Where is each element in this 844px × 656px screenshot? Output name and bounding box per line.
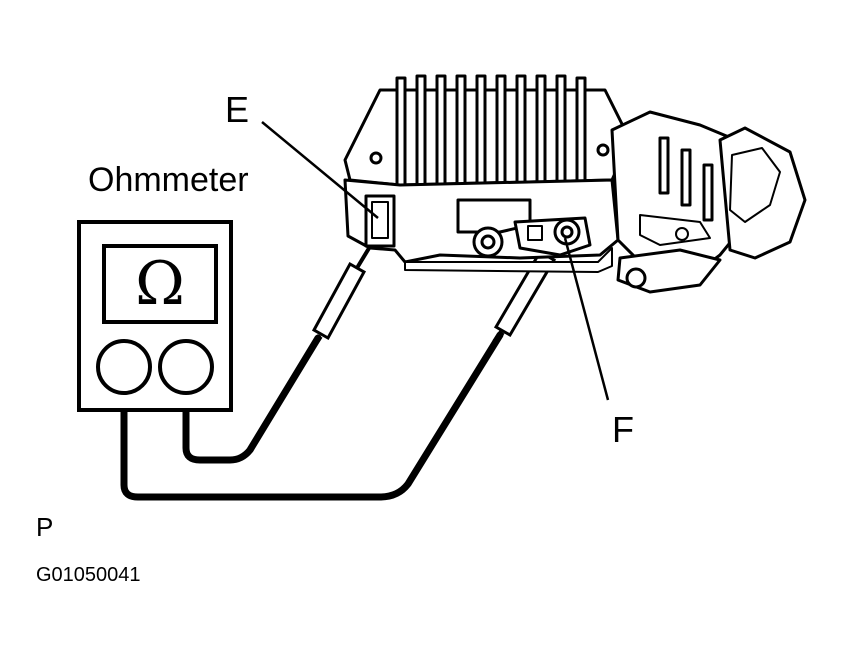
lead-wire-to-f [120,331,504,501]
ohmmeter-display [102,244,218,324]
terminal-f-label: F [612,409,634,450]
mounting-hole-left [369,151,383,165]
leader-lines [261,121,610,401]
ohmmeter-jack-left [96,339,152,395]
test-leads [120,331,504,501]
leader-line-e [261,121,379,219]
page-letter: P [36,512,54,542]
figure-code: G01050041 [36,564,141,586]
regulator-rear-bracket [343,88,632,187]
ohm-symbol: Ω [135,249,185,319]
ohmmeter-jack-right [158,339,214,395]
ohmmeter-label: Ohmmeter [88,161,249,199]
ic-regulator [343,74,807,294]
mounting-hole-right [596,143,610,157]
ohmmeter [77,220,233,412]
terminal-e-label: E [225,89,250,130]
leader-line-f [563,237,610,401]
connector-prongs [658,136,714,222]
lead-wire-to-e [182,334,322,464]
